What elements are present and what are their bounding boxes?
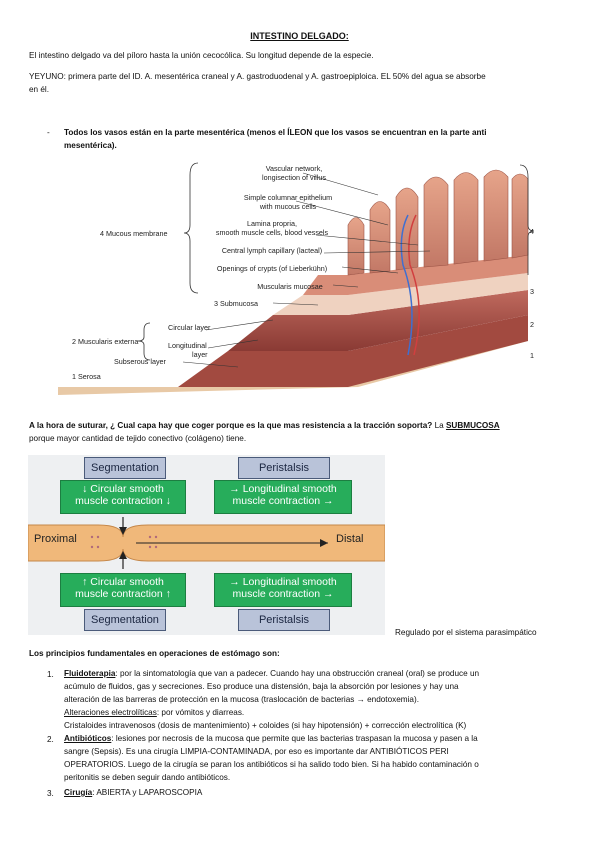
yeyuno-line-2: en él. (29, 85, 50, 94)
label-central-lymph: Central lymph capillary (lacteal) (222, 246, 322, 255)
item-2-number: 2. (47, 735, 54, 744)
distal-label: Distal (336, 533, 364, 545)
label-vascular-network-2: longisection of villus (262, 173, 326, 182)
label-serosa: 1 Serosa (72, 372, 101, 381)
item-3-number: 3. (47, 789, 54, 798)
label-submucosa: 3 Submucosa (214, 299, 258, 308)
item-2-line-1: Antibióticos: lesiones por necrosis de l… (64, 734, 478, 743)
item-3-line-1: Cirugía: ABIERTA y LAPAROSCOPIA (64, 788, 203, 797)
label-num-1: 1 (530, 351, 534, 360)
label-num-4: 4 (530, 227, 534, 236)
principios-heading: Los principios fundamentales en operacio… (29, 649, 280, 658)
item-1-line-5: Cristaloides intravenosos (dosis de mant… (64, 721, 467, 730)
motility-diagram: Segmentation Peristalsis ↓ Circular smoo… (28, 455, 385, 635)
peristalsis-top-tag: Peristalsis (238, 457, 330, 479)
label-mucous-membrane: 4 Mucous membrane (100, 229, 168, 238)
submucosa-shape (273, 273, 528, 315)
villi-group (347, 169, 529, 276)
item-2-line-2: sangre (Sepsis). Es una cirugía LIMPIA-C… (64, 747, 449, 756)
regulado-caption: Regulado por el sistema parasimpático (395, 628, 537, 637)
label-longitudinal: Longitudinal (168, 341, 207, 350)
longitudinal-muscle-shape (178, 315, 528, 387)
proximal-label: Proximal (34, 533, 77, 545)
suture-question: A la hora de suturar, ¿ Cual capa hay qu… (29, 421, 500, 430)
intestine-tube-shape (28, 517, 385, 569)
label-muscularis-mucosae: Muscularis mucosae (257, 282, 323, 291)
item-1-line-2: acúmulo de fluidos, gas y secreciones. E… (64, 682, 459, 691)
segmentation-top-tag: Segmentation (84, 457, 166, 479)
item-1-line-3: alteración de las barreras de protección… (64, 695, 419, 704)
item-1-number: 1. (47, 670, 54, 679)
vessel-bullet-line-2: mesentérica). (64, 141, 117, 150)
submucosa-answer: SUBMUCOSA (445, 421, 500, 430)
label-muscularis-externa: 2 Muscularis externa (72, 337, 138, 346)
item-2-line-4: peritonitis se deben seguir dando antibi… (64, 773, 231, 782)
label-longitudinal-2: layer (192, 350, 208, 359)
label-num-3: 3 (530, 287, 534, 296)
label-simple-columnar: Simple columnar epithelium (244, 193, 332, 202)
item-1-line-4: Alteraciones electrolíticas: por vómitos… (64, 708, 245, 717)
yeyuno-line-1: YEYUNO: primera parte del ID. A. mesenté… (29, 72, 486, 81)
label-circular-layer: Circular layer (168, 323, 211, 332)
bullet-dash: - (47, 128, 50, 137)
label-openings-crypts: Openings of crypts (of Lieberkühn) (217, 264, 327, 273)
item-1-line-1: Fluidoterapia: por la sintomatología que… (64, 669, 480, 678)
peristalsis-bottom-tag: Peristalsis (238, 609, 330, 631)
circular-muscle-shape (228, 290, 528, 351)
label-vascular-network: Vascular network, (266, 164, 323, 173)
intro-text: El intestino delgado va del píloro hasta… (29, 51, 374, 60)
vessel-bullet-line-1: Todos los vasos están en la parte mesent… (64, 128, 487, 137)
label-subserous-layer: Subserous layer (114, 357, 167, 366)
suture-question-line-2: porque mayor cantidad de tejido conectiv… (29, 434, 247, 443)
mucosa-base-shape (303, 255, 528, 295)
label-simple-columnar-2: with mucous cells (259, 202, 317, 211)
segmentation-bottom-tag: Segmentation (84, 609, 166, 631)
item-2-line-3: OPERATORIOS. Luego de la cirugía se para… (64, 760, 479, 769)
label-num-2: 2 (530, 320, 534, 329)
intestinal-wall-figure: Vascular network, longisection of villus… (58, 162, 535, 395)
label-lamina-propria-2: smooth muscle cells, blood vessels (216, 228, 329, 237)
label-lamina-propria: Lamina propria, (247, 219, 297, 228)
page-title: INTESTINO DELGADO: (250, 31, 349, 41)
